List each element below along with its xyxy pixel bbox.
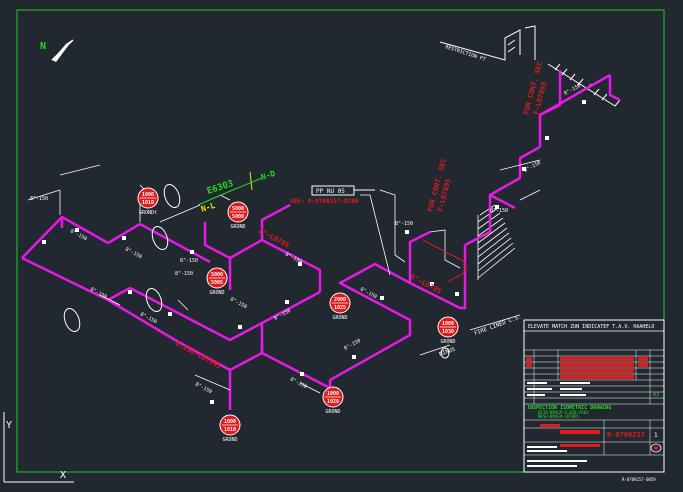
- support-top-value: 1000: [327, 391, 339, 397]
- reference-box: [422, 239, 466, 283]
- title-block: ELEVATE MATCH ZUN INDICATEF T.A.V. HAAHE…: [523, 319, 665, 473]
- pipe-tag: 8"-150: [180, 258, 198, 264]
- pipe-route: [21, 70, 621, 410]
- svg-text:X: X: [60, 470, 66, 481]
- support-bottom-value: 1020: [327, 399, 339, 405]
- tb-header-note: ELEVATE MATCH ZUN INDICATEF T.A.V. HAAHE…: [528, 324, 654, 330]
- nozzle-nl: N-L: [200, 201, 217, 214]
- north-label: N: [40, 41, 46, 52]
- support-note: GROND: [222, 437, 237, 443]
- tb-rev: A3: [653, 392, 659, 398]
- support-bottom-value: 5000: [232, 214, 244, 220]
- support-markers: 10001010GRONDt50005000GROND50005005GROND…: [137, 187, 459, 443]
- see-ref: SEE: R-0700257-D200: [290, 198, 359, 205]
- support-top-value: 2000: [334, 297, 346, 303]
- pipe-tag: 8"-150: [30, 196, 48, 202]
- svg-text:Y: Y: [6, 420, 12, 431]
- north-arrow-icon: N: [40, 39, 74, 62]
- support-top-value: 1000: [442, 321, 454, 327]
- nozzle-nd: N-D: [260, 169, 277, 182]
- corner-ref: R-0709257-0059: [622, 477, 656, 482]
- pipe-fittings: [42, 100, 586, 404]
- drawing-border: [16, 9, 665, 473]
- support-bottom-value: 1030: [442, 329, 454, 335]
- tb-sheet: 1: [654, 432, 658, 439]
- support-bottom-value: 1010: [142, 200, 154, 206]
- pipe-tag: 8"-150: [395, 221, 413, 227]
- wall-hatch: [439, 25, 621, 107]
- support-bottom-value: 1010: [224, 427, 236, 433]
- support-top-value: 5000: [211, 272, 223, 278]
- support-bottom-value: 5005: [211, 280, 223, 286]
- support-bottom-value: 1025: [334, 305, 346, 311]
- support-note: GROND: [230, 224, 245, 230]
- minus-label: MINUS: [439, 347, 457, 358]
- dimension-lines: [27, 159, 541, 394]
- support-note: GROND: [332, 315, 347, 321]
- pipe-tag: 8"-150: [490, 208, 508, 214]
- support-note: GRONDt: [139, 210, 157, 216]
- tb-sub1: NIIH-NPALM-D.039-PS01: [538, 410, 589, 415]
- support-top-value: 5000: [232, 206, 244, 212]
- hatch-block: [477, 204, 516, 280]
- pp-callout: PP NU 05 SEE: R-0700257-D200: [290, 185, 375, 205]
- tb-sub2: NKSH-NPALM-LD7895: [538, 414, 580, 419]
- support-note: GROND: [209, 290, 224, 296]
- pp-label: PP NU 05: [316, 188, 345, 195]
- equipment-e6303: E6303 N-L N-D: [197, 169, 277, 214]
- support-note: GROND: [440, 339, 455, 345]
- support-note: GROND: [325, 409, 340, 415]
- support-top-value: 1000: [142, 192, 154, 198]
- tb-drawing-no: R-0709257: [607, 431, 645, 439]
- tb-title: INSPECTION ISOMETRIC DRAWING: [527, 405, 611, 411]
- pipe-tag: 8"-150: [175, 271, 193, 277]
- support-top-value: 1000: [224, 419, 236, 425]
- ucs-icon: Y X: [3, 412, 74, 483]
